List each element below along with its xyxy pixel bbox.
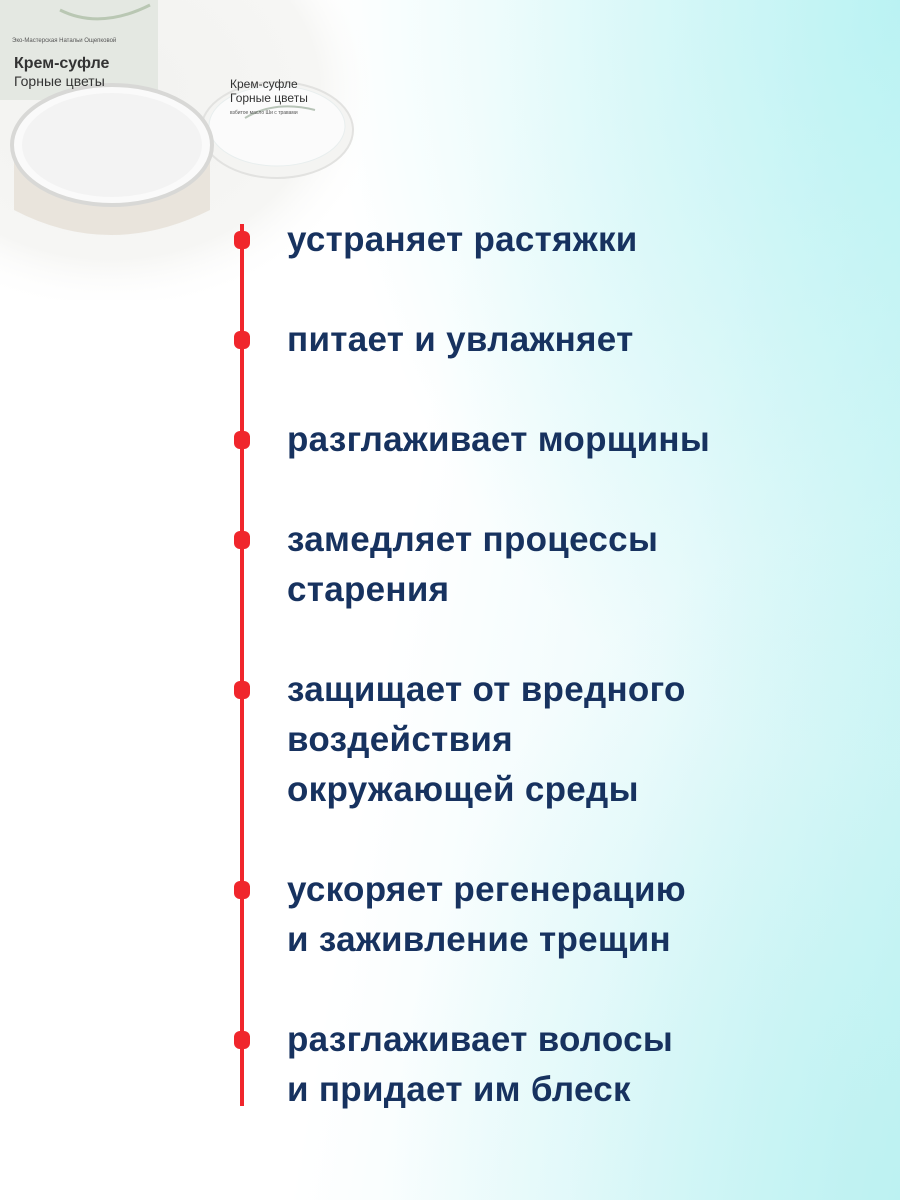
benefit-line: и заживление трещин [287,920,671,959]
benefit-item: устраняет растяжки [287,215,638,265]
box-name-line1: Крем-суфле [14,55,110,72]
benefit-item: защищает от вредного воздействия окружающе… [287,665,686,815]
benefit-line: ускоряет регенерацию [287,870,686,909]
bullet-dot [234,681,250,699]
bullet-dot [234,431,250,449]
benefit-line: разглаживает морщины [287,420,711,459]
product-photo: Крем-суфле Горные цветы Эко-Мастерская Н… [0,0,370,300]
lid-name-line1: Крем-суфле [230,77,298,91]
benefit-line: и придает им блеск [287,1070,631,1109]
benefit-item: замедляет процессы старения [287,515,658,615]
timeline-line [240,224,244,1106]
benefit-item: разглаживает волосы и придает им блеск [287,1015,673,1115]
benefit-item: питает и увлажняет [287,315,634,365]
benefit-line: защищает от вредного [287,670,686,709]
bullet-dot [234,231,250,249]
benefit-line: окружающей среды [287,770,639,809]
benefit-item: разглаживает морщины [287,415,710,465]
benefit-line: замедляет процессы [287,520,659,559]
box-brand: Эко-Мастерская Натальи Ощепковой [12,37,116,44]
lid-name-line2: Горные цветы [230,91,308,105]
benefit-line: воздействия [287,720,513,759]
lid-subtitle: взбитое масло Ши с травами [230,110,298,116]
box-name-line2: Горные цветы [14,73,105,89]
bullet-dot [234,881,250,899]
benefit-item: ускоряет регенерацию и заживление трещин [287,865,686,965]
bullet-dot [234,331,250,349]
benefit-line: устраняет растяжки [287,220,638,259]
benefit-line: питает и увлажняет [287,320,634,359]
benefit-line: старения [287,570,450,609]
benefit-line: разглаживает волосы [287,1020,674,1059]
bullet-dot [234,531,250,549]
bullet-dot [234,1031,250,1049]
